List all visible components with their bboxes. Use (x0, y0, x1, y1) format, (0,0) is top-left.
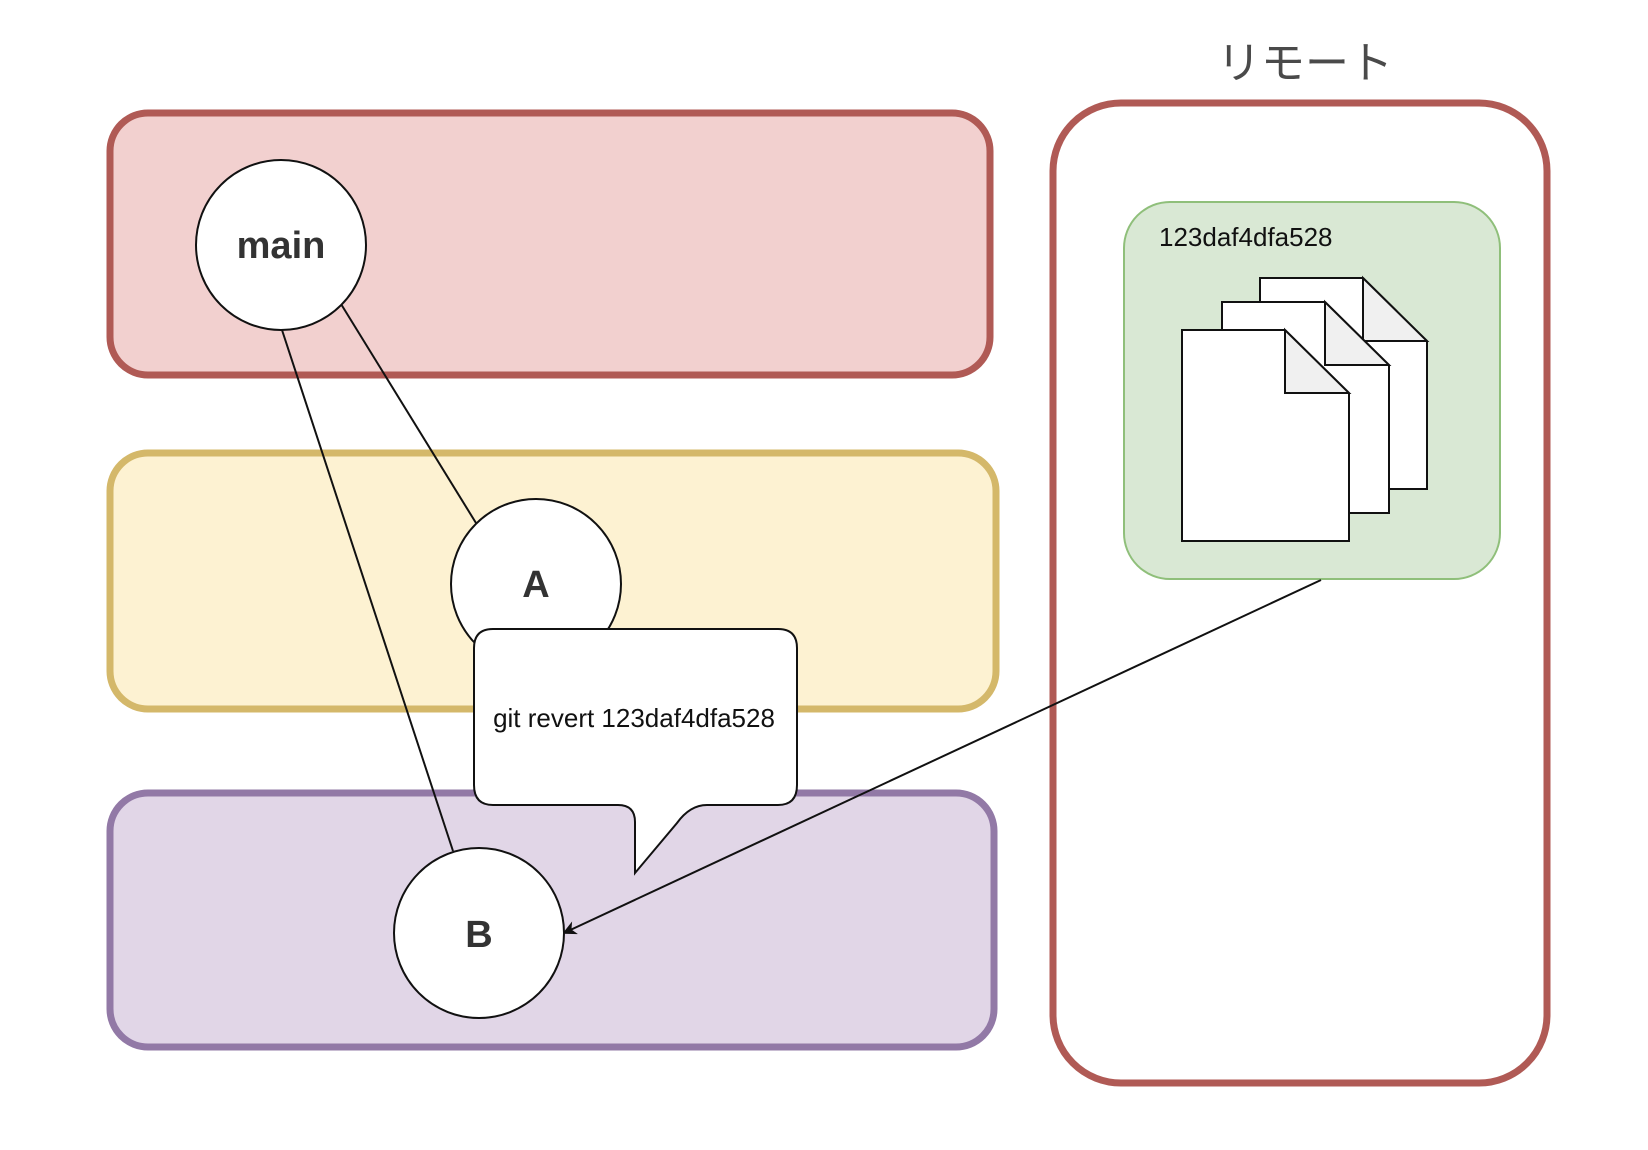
remote-commit-label: 123daf4dfa528 (1159, 222, 1333, 252)
revert-callout: git revert 123daf4dfa528 (473, 628, 798, 876)
node-b: B (393, 847, 565, 1019)
node-main-label: main (237, 225, 326, 267)
revert-arrow (562, 579, 1322, 935)
node-b-label: B (465, 914, 492, 956)
edge-main-to-a (340, 303, 477, 524)
node-a-label: A (522, 564, 549, 606)
node-main: main (195, 159, 367, 331)
edge-main-to-b (281, 329, 454, 852)
revert-command: git revert 123daf4dfa528 (493, 703, 775, 733)
documents-stack-icon (1181, 275, 1430, 542)
remote-title: リモート (1217, 38, 1393, 89)
